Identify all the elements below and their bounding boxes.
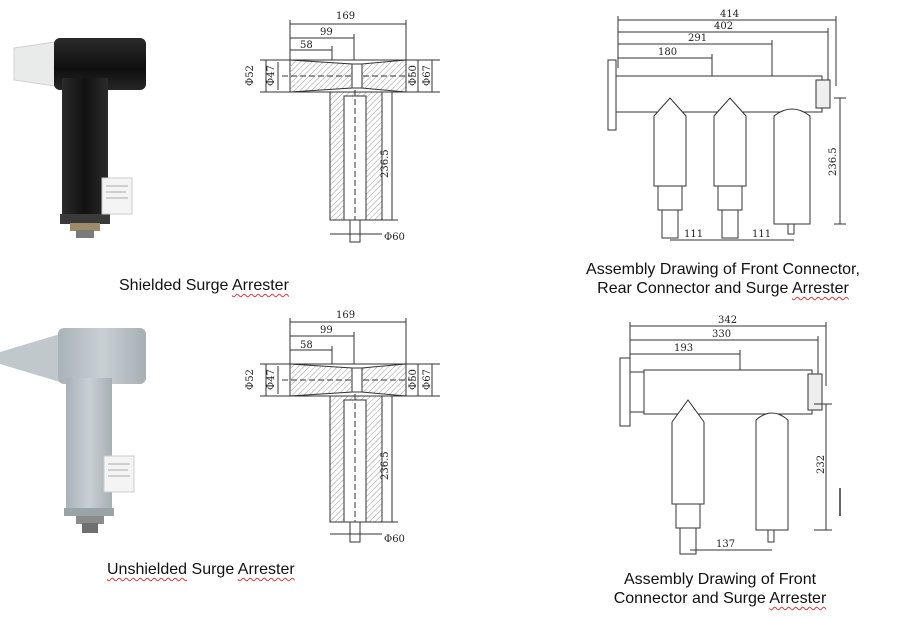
dim-mid: 99 [320,27,333,38]
asm-bot-d3: 193 [674,343,693,354]
asm-bot-height: 232 [816,455,827,474]
dim-d-right-inner-b: Φ50 [408,369,419,390]
assembly-drawing-bottom: 342 330 193 232 137 [619,315,841,555]
arrester-drawing-bottom: 169 99 58 Φ52 Φ47 Φ50 Φ67 236.5 Φ60 [245,310,440,545]
dim-d-left-outer: Φ52 [245,65,256,86]
caption-assembly-top-line1: Assembly Drawing of Front Connector, [586,261,860,278]
dim-d-left-inner-b: Φ47 [266,369,277,390]
caption-unshielded: Unshielded Surge Arrester [107,560,295,579]
asm-top-bottom2: 111 [752,229,771,240]
unshielded-arrester-photo [0,328,146,533]
shielded-arrester-photo [13,38,146,238]
caption-assembly-bottom-line2: Connector and Surge Arrester [570,589,870,608]
asm-top-d2: 402 [714,21,733,32]
dim-overall-b: 169 [336,310,355,321]
asm-top-bottom1: 111 [684,229,703,240]
caption-unshielded-word1: Unshielded [107,561,188,578]
caption-shielded-word1: Shielded [119,277,182,294]
asm-top-d1: 414 [720,9,739,20]
caption-assembly-top-line2-b: Arrester [791,280,849,297]
asm-bot-d2: 330 [712,329,731,340]
caption-assembly-top-line2-a: Rear Connector and Surge [597,280,792,297]
asm-top-d3: 291 [688,33,707,44]
arrester-drawing-top: 169 99 58 Φ52 Φ47 Φ50 Φ67 236.5 Φ60 [245,11,440,243]
caption-assembly-bottom-line1: Assembly Drawing of Front [623,571,817,588]
caption-assembly-top: Assembly Drawing of Front Connector, Rea… [553,260,893,298]
dim-bottom-b: Φ60 [384,534,405,545]
caption-assembly-bottom-line2-a: Connector and Surge [613,590,770,607]
dim-bottom: Φ60 [384,232,405,243]
dim-d-left-outer-b: Φ52 [245,369,256,390]
asm-bot-bottom: 137 [716,539,735,550]
dim-height-b: 236.5 [380,451,391,480]
dim-overall: 169 [336,11,355,22]
dim-d-right-inner: Φ50 [408,65,419,86]
asm-top-d4: 180 [658,47,677,58]
dim-d-left-inner: Φ47 [266,65,277,86]
caption-unshielded-word2: Surge [191,561,235,578]
asm-bot-d1: 342 [718,315,737,326]
caption-assembly-bottom-line2-b: Arrester [769,590,827,607]
assembly-drawing-top: 414 402 291 180 236.5 111 111 [607,9,846,241]
dim-mid-b: 99 [320,325,333,336]
dim-short: 58 [300,40,313,51]
dim-d-right-outer-b: Φ67 [422,369,433,390]
caption-assembly-bottom: Assembly Drawing of Front Connector and … [570,570,870,608]
caption-shielded-word2: Surge [185,277,229,294]
dim-short-b: 58 [300,340,313,351]
asm-top-height: 236.5 [828,147,839,176]
dim-height: 236.5 [380,149,391,178]
caption-shielded: Shielded Surge Arrester [119,276,289,295]
caption-assembly-top-line2: Rear Connector and Surge Arrester [553,279,893,298]
caption-shielded-word3: Arrester [232,277,289,294]
dim-d-right-outer: Φ67 [422,65,433,86]
caption-unshielded-word3: Arrester [237,561,295,578]
